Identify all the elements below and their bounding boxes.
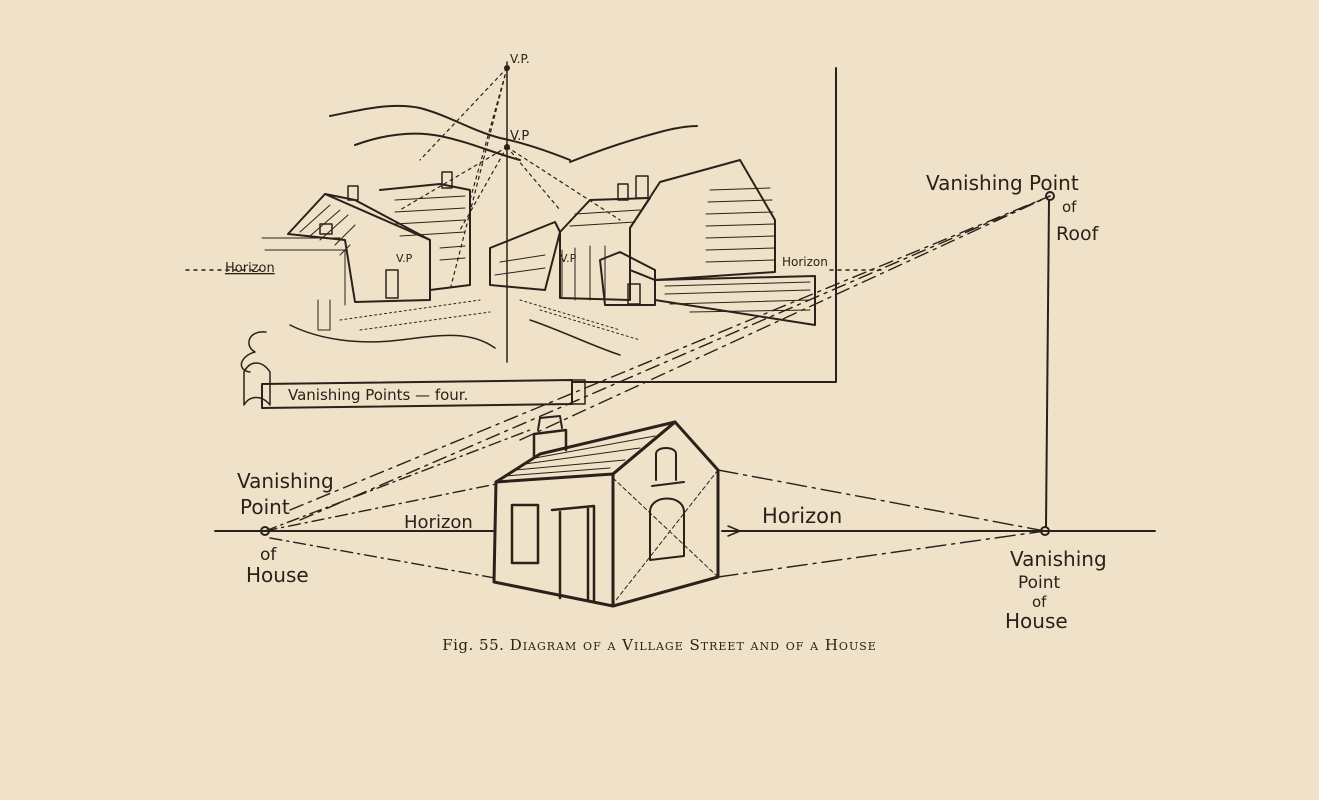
roof-vp-label-1: Vanishing Point: [926, 171, 1079, 195]
left-vp-circle: [260, 526, 270, 536]
vp-top-rays: [419, 67, 508, 291]
village-ground: [289, 299, 641, 356]
figure-number: Fig. 55.: [442, 636, 505, 654]
ray-left-top: [264, 483, 497, 532]
horizon-arrow-head: [727, 525, 741, 537]
ray-left-bottom: [269, 537, 496, 579]
left-cottage: [261, 171, 471, 331]
side-upper-window: [655, 447, 677, 481]
side-lower-window: [649, 497, 685, 561]
roof-hatching: [504, 435, 656, 477]
roof-vp-vertical: [1045, 199, 1050, 528]
ray-roof-3: [519, 195, 1051, 441]
vp-mid-label: V.P: [510, 129, 529, 144]
sketch-frame: [571, 67, 837, 383]
vanishing-points-banner: [240, 331, 586, 409]
figure-caption: Fig. 55. Diagram of a Village Street and…: [0, 636, 1319, 654]
right-vp-label-4: House: [1005, 609, 1068, 633]
left-vp-label-1: Vanishing: [237, 469, 334, 493]
house-door: [550, 504, 596, 604]
roof-vp-label-2: of: [1062, 198, 1077, 216]
hill-line-back: [329, 104, 571, 161]
house-window: [510, 503, 540, 565]
roof-vp-label-3: Roof: [1056, 223, 1100, 245]
vp-mid-rays: [399, 146, 621, 231]
right-cottages: [489, 159, 816, 326]
village-sketch: V.P. V.P V.P V.P Horizon Horizon Vanishi…: [185, 52, 883, 409]
house-drawing: [492, 415, 720, 608]
hill-line-right: [569, 125, 698, 163]
sketch-horizon-right-label: Horizon: [782, 255, 828, 269]
sketch-horizon-left-label: Horizon: [225, 261, 275, 276]
ray-roof-2: [289, 195, 1051, 511]
right-vp-label-2: Point: [1018, 573, 1061, 593]
right-vp-label-3: of: [1032, 593, 1047, 611]
vp-top-label: V.P.: [510, 52, 530, 66]
ray-right-bottom: [717, 530, 1046, 578]
chimney: [532, 428, 568, 458]
banner-label: Vanishing Points — four.: [288, 386, 468, 404]
house-roof: [494, 420, 677, 484]
house-diagram: Vanishing Point of House Horizon Horizon…: [214, 171, 1156, 633]
figure-title: Diagram of a Village Street and of a Hou…: [509, 636, 877, 654]
horizon-left-label: Horizon: [404, 512, 473, 533]
ray-roof-1: [299, 195, 1051, 521]
chimney-pots: [537, 415, 563, 431]
vp-right-house-label: V.P: [560, 252, 577, 265]
side-diagonals: [612, 469, 719, 605]
left-vp-label-2: Point: [240, 495, 290, 519]
left-vp-label-3: of: [260, 545, 277, 565]
left-vp-label-4: House: [246, 563, 309, 587]
horizon-right-label: Horizon: [762, 504, 842, 528]
vp-left-house-label: V.P: [396, 252, 413, 265]
ray-right-top: [717, 469, 1046, 532]
hill-line-front: [354, 132, 521, 161]
right-vp-label-1: Vanishing: [1010, 547, 1107, 571]
